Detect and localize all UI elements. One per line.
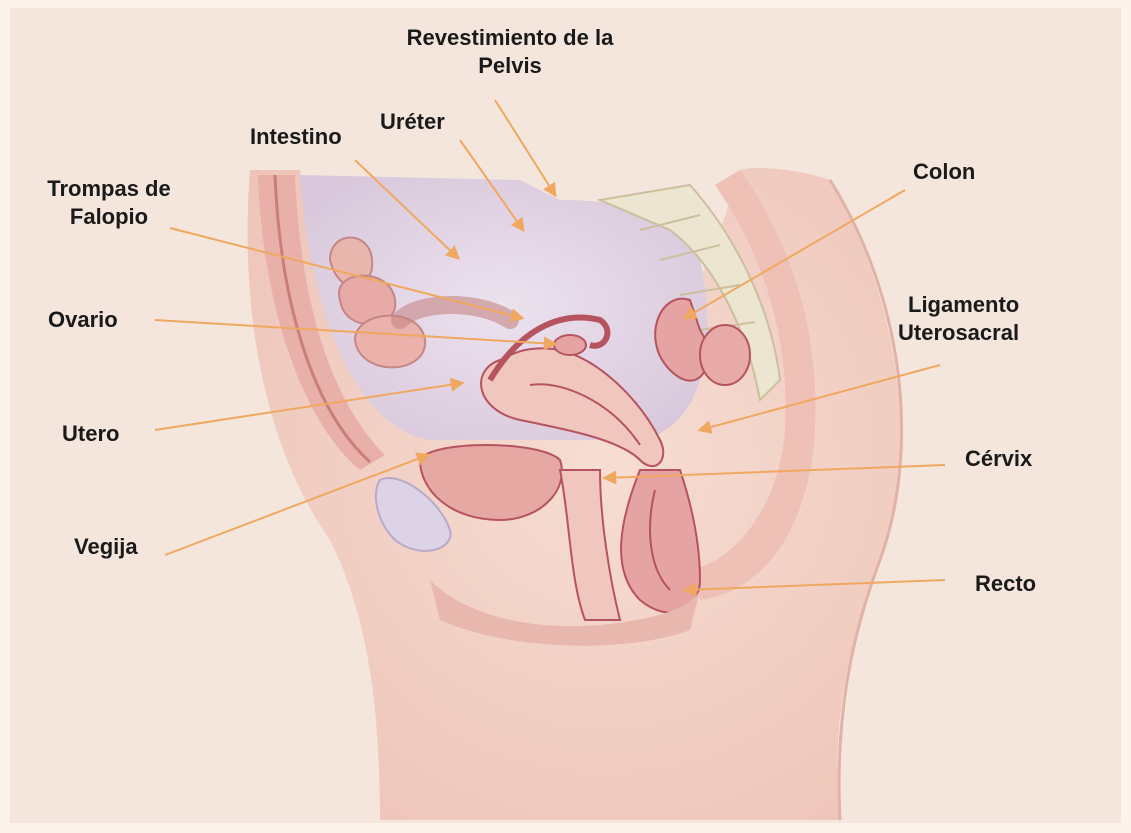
ovary — [554, 335, 586, 355]
label-intestino: Intestino — [250, 123, 342, 151]
label-vegija: Vegija — [74, 533, 138, 561]
label-recto: Recto — [975, 570, 1036, 598]
label-ureter: Uréter — [380, 108, 445, 136]
label-ligamento: Ligamento Uterosacral — [898, 291, 1019, 347]
label-utero: Utero — [62, 420, 119, 448]
label-cervix: Cérvix — [965, 445, 1032, 473]
label-colon: Colon — [913, 158, 975, 186]
label-ovario: Ovario — [48, 306, 118, 334]
label-revestimiento: Revestimiento de la Pelvis — [380, 24, 640, 80]
label-trompas: Trompas de Falopio — [24, 175, 194, 231]
